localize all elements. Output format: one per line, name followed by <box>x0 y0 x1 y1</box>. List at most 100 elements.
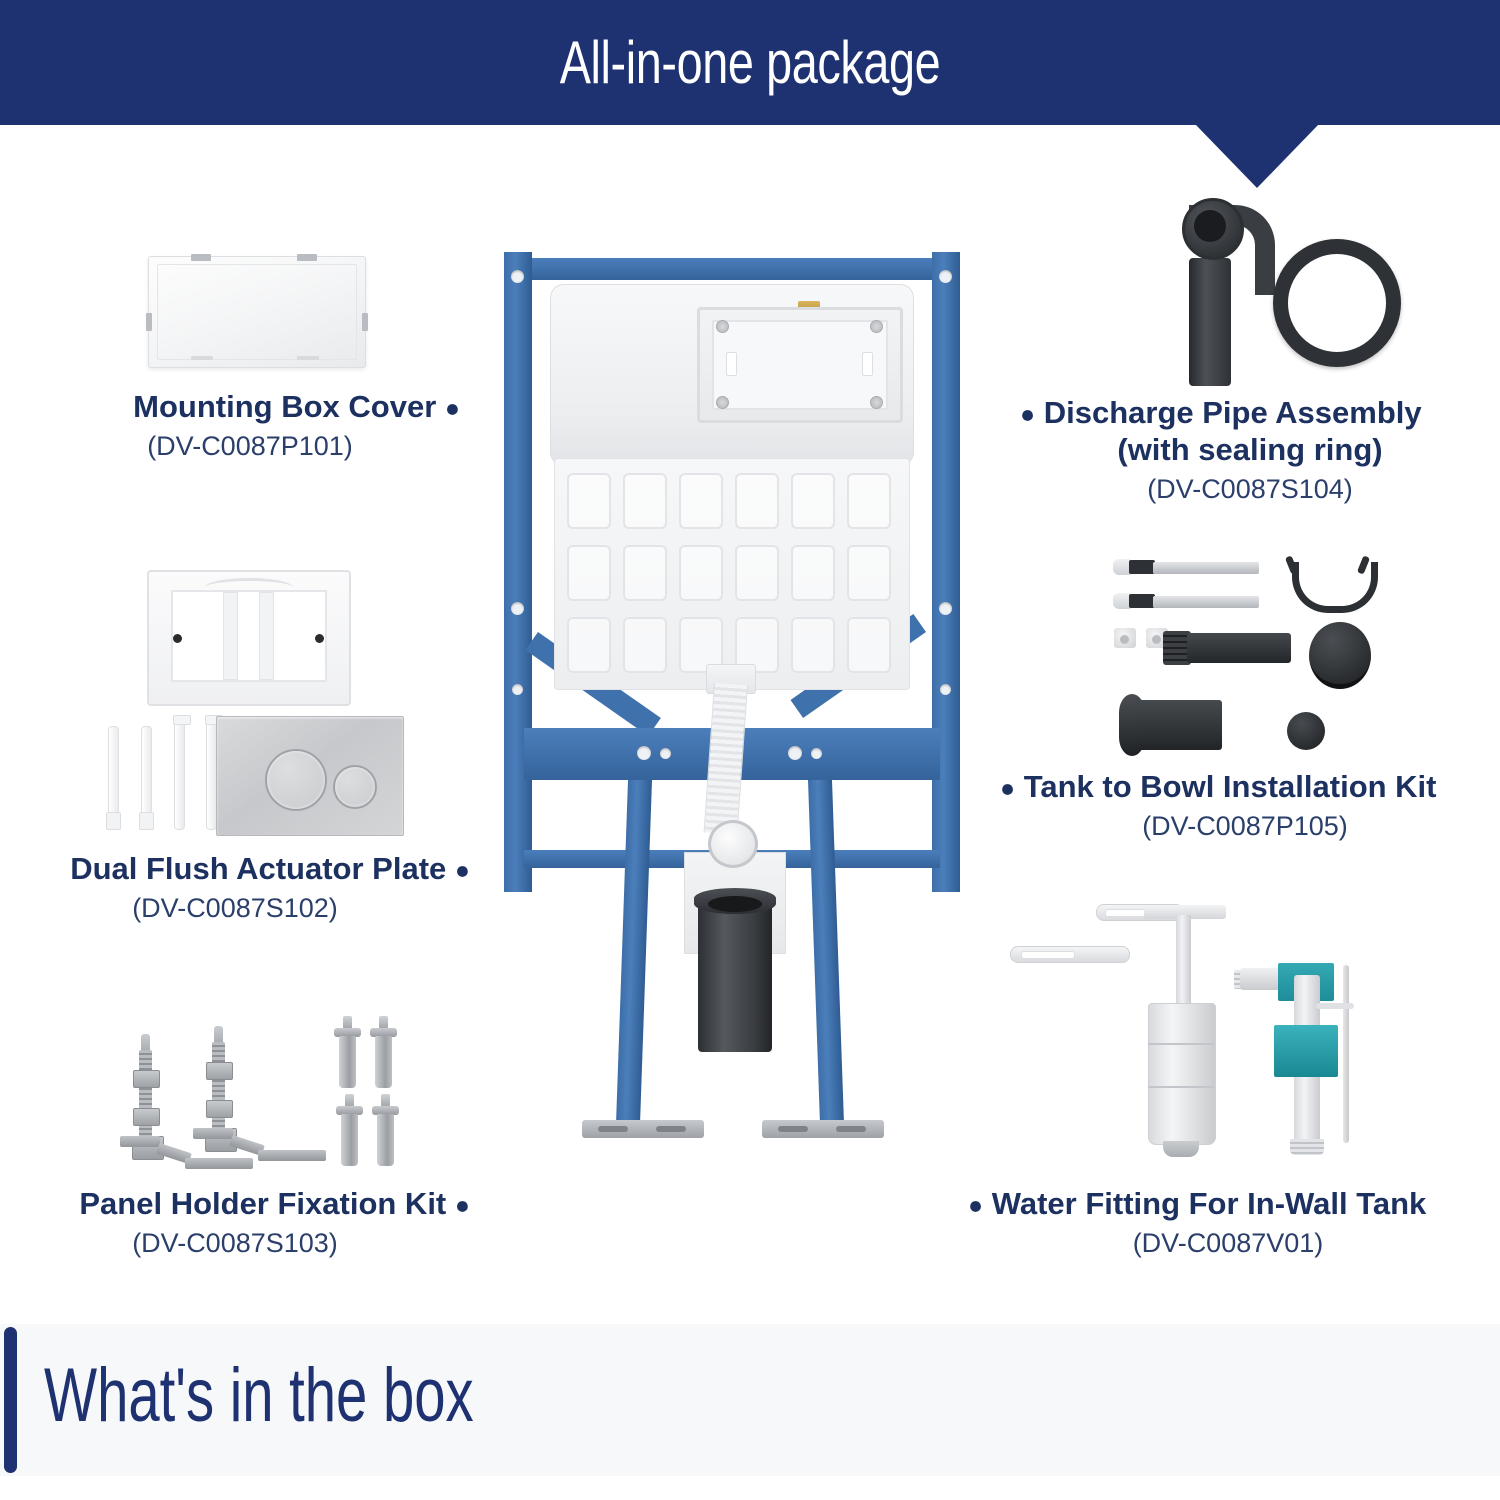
label-dual-flush-actuator-plate: Dual Flush Actuator Plate ● (DV-C0087S10… <box>0 850 470 925</box>
fill-valve-rod <box>1343 965 1349 1143</box>
black-outlet-pipe-bore <box>708 896 762 912</box>
frame-pivot-dot <box>315 634 324 643</box>
frame-pivot-dot <box>173 634 182 643</box>
frame-hole <box>811 748 822 759</box>
label-panel-holder-fixation-kit: Panel Holder Fixation Kit ● (DV-C0087S10… <box>0 1185 470 1260</box>
flush-valve-body <box>1148 1003 1216 1145</box>
bolt-nut <box>133 1108 160 1126</box>
frame-hole <box>637 746 651 760</box>
panel-screw <box>716 396 729 409</box>
flush-valve-seam <box>1148 1043 1214 1045</box>
tank-bolt <box>1153 562 1259 574</box>
cover-tab <box>297 356 319 360</box>
bolt-collar <box>1129 594 1155 608</box>
frame-hole <box>788 746 802 760</box>
frame-hole <box>512 684 523 695</box>
bolt-nut <box>206 1062 233 1080</box>
fill-valve-foot <box>1290 1139 1324 1155</box>
fill-valve-rod-arm <box>1316 1003 1354 1009</box>
frame-arc <box>205 578 293 597</box>
bolt-tip <box>214 1026 223 1046</box>
panel-holder-fixation-kit-name: Panel Holder Fixation Kit ● <box>79 1186 470 1221</box>
panel-screw <box>716 320 729 333</box>
frame-window <box>171 590 327 682</box>
panel-screw <box>870 396 883 409</box>
panel-screw <box>870 320 883 333</box>
small-flush-button <box>333 765 377 809</box>
sealing-ring <box>1273 239 1401 367</box>
frame-rib <box>223 592 238 680</box>
outlet-sleeve <box>1138 700 1222 750</box>
threaded-tube-end <box>1163 631 1191 665</box>
frame-hole <box>939 270 952 283</box>
bullet-icon: ● <box>454 1191 470 1220</box>
small-cap <box>1287 712 1325 750</box>
bolt-shaft <box>212 1042 225 1138</box>
frame-right-post <box>932 252 960 892</box>
discharge-pipe-socket-bore <box>1194 210 1226 242</box>
frame-left-post <box>504 252 532 892</box>
footer-title: What's in the box <box>44 1353 474 1438</box>
frame-top-bar <box>510 258 954 280</box>
retaining-clip <box>1292 562 1378 613</box>
flexible-discharge-pipe <box>703 682 748 835</box>
tank-to-bowl-installation-kit-name: ● Tank to Bowl Installation Kit <box>1000 769 1437 804</box>
fill-valve-teal-float <box>1274 1025 1338 1077</box>
panel-slot <box>726 352 737 376</box>
bolt-nut <box>206 1100 233 1118</box>
water-fitting-for-in-wall-tank-name: ● Water Fitting For In-Wall Tank <box>968 1186 1427 1221</box>
discharge-pipe-assembly-sku: (DV-C0087S104) <box>1147 474 1353 504</box>
bolt-cap <box>1113 559 1131 575</box>
frame-hole <box>511 270 524 283</box>
header-band <box>0 0 1500 125</box>
actuator-plate-face <box>216 716 404 836</box>
frame-hole <box>660 748 671 759</box>
actuator-rod <box>174 718 185 830</box>
panel-slot <box>862 352 873 376</box>
footer-accent-bar <box>4 1327 17 1473</box>
discharge-pipe-socket <box>1182 198 1244 260</box>
flush-valve-base <box>1163 1141 1199 1157</box>
mounting-box-cover-sku: (DV-C0087P101) <box>147 431 353 461</box>
flush-valve-cross <box>1144 905 1226 919</box>
cover-tab <box>191 356 213 360</box>
in-wall-tank-frame-image <box>498 252 966 1202</box>
bracket-arm <box>193 1128 233 1139</box>
dual-flush-actuator-plate-name: Dual Flush Actuator Plate ● <box>70 851 470 886</box>
header-arrow-notch <box>1195 124 1319 188</box>
frame-rib <box>259 592 274 680</box>
flush-valve-seam <box>1148 1086 1214 1088</box>
cover-inner-bevel <box>157 264 357 360</box>
bolt-collar <box>1129 560 1155 574</box>
inspection-opening-frame <box>697 307 903 423</box>
pipe-inspection-collar <box>708 820 758 868</box>
cover-tab <box>191 254 211 261</box>
label-water-fitting-for-in-wall-tank: ● Water Fitting For In-Wall Tank (DV-C00… <box>968 1185 1488 1260</box>
discharge-pipe-assembly-name-line2: (with sealing ring) <box>1117 432 1383 467</box>
label-discharge-pipe-assembly: ● Discharge Pipe Assembly (with sealing … <box>1020 394 1480 506</box>
bracket-arm <box>120 1136 160 1147</box>
bullet-icon: ● <box>1020 400 1036 429</box>
cover-body <box>146 254 368 368</box>
frame-hole <box>939 602 952 615</box>
bracket-tail <box>258 1150 326 1161</box>
cover-tab <box>297 254 317 261</box>
label-mounting-box-cover: Mounting Box Cover ● (DV-C0087P101) <box>40 388 460 463</box>
bolt-nut <box>133 1070 160 1088</box>
frame-front-leg-right <box>807 780 845 1124</box>
frame-hole <box>511 602 524 615</box>
flush-valve-arm-lower <box>1010 946 1130 963</box>
mounting-box-cover-name: Mounting Box Cover ● <box>133 389 460 424</box>
label-tank-to-bowl-installation-kit: ● Tank to Bowl Installation Kit (DV-C008… <box>1000 768 1490 843</box>
washer-hole <box>1152 635 1161 644</box>
washer-hole <box>1120 635 1129 644</box>
discharge-pipe-assembly-name: ● Discharge Pipe Assembly <box>1020 395 1422 430</box>
frame-foot-left <box>582 1120 704 1138</box>
actuator-mounting-frame <box>147 570 351 706</box>
cover-tab <box>146 313 152 331</box>
bolt-tip <box>141 1034 150 1054</box>
bullet-icon: ● <box>1000 774 1016 803</box>
frame-hole <box>940 684 951 695</box>
tank-to-bowl-installation-kit-sku: (DV-C0087P105) <box>1142 811 1348 841</box>
